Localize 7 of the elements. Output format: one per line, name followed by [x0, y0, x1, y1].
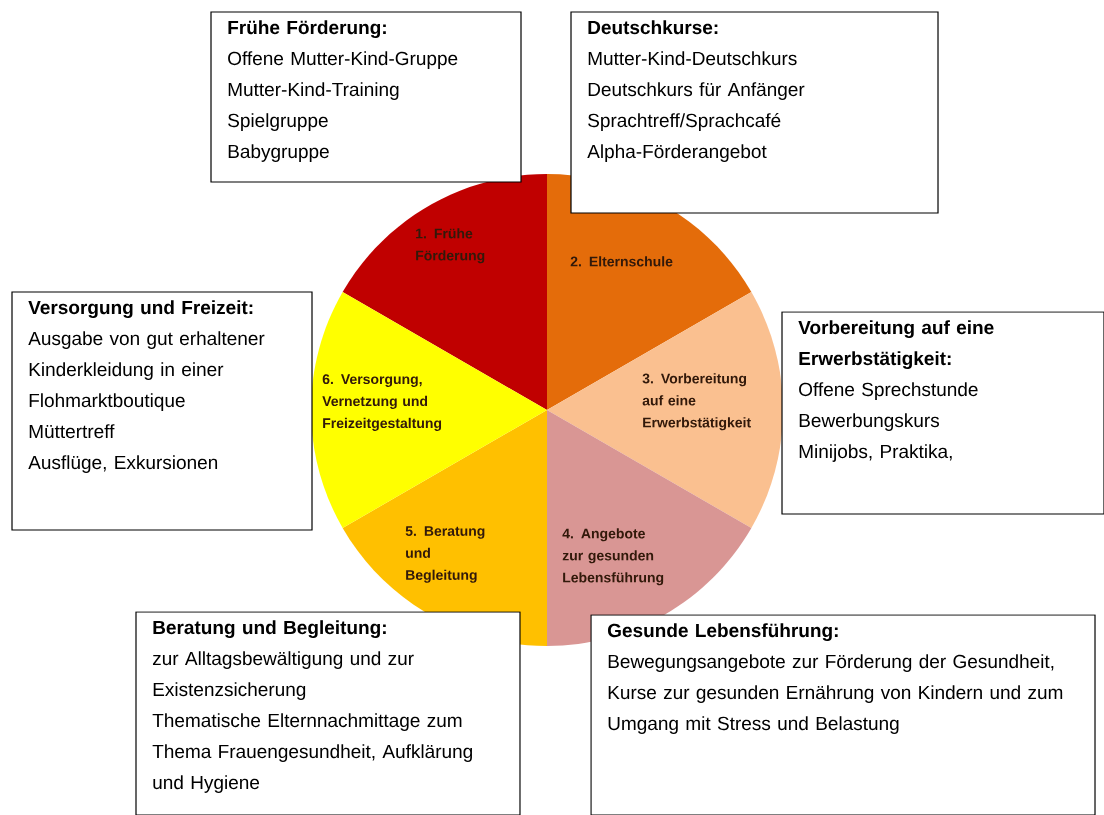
pie-sector: 3. Vorbereitung auf eine Erwerbstätigkeit [547, 292, 783, 528]
text-box: Gesunde Lebensführung: Bewegungsangebote zur Förderung der Gesundheit, Kurse zur gesunden Ernährung von Kindern und zum Umgang mit Stress und Belastung [590, 614, 1096, 815]
text-box: Deutschkurse: Mutter-Kind-Deutschkurs Deutschkurs für Anfänger Sprachtreff/Sprachcafé Alpha-Förderangebot [570, 11, 939, 214]
text-box: Vorbereitung auf eine Erwerbstätigkeit: Offene Sprechstunde Bewerbungskurs Minijobs, Praktika, [781, 311, 1104, 515]
text-box: Frühe Förderung: Offene Mutter-Kind-Gruppe Mutter-Kind-Training Spielgruppe Babygruppe [210, 11, 522, 183]
text-box: Beratung und Begleitung: zur Alltagsbewältigung und zur Existenzsicherung Thematische Elternnachmittage zum Thema Frauengesundheit, Aufklärung und Hygiene [135, 611, 521, 815]
text-box: Versorgung und Freizeit: Ausgabe von gut erhaltener Kinderkleidung in einer Flohmarktboutique Müttertreff Ausflüge, Exkursionen [11, 291, 313, 531]
